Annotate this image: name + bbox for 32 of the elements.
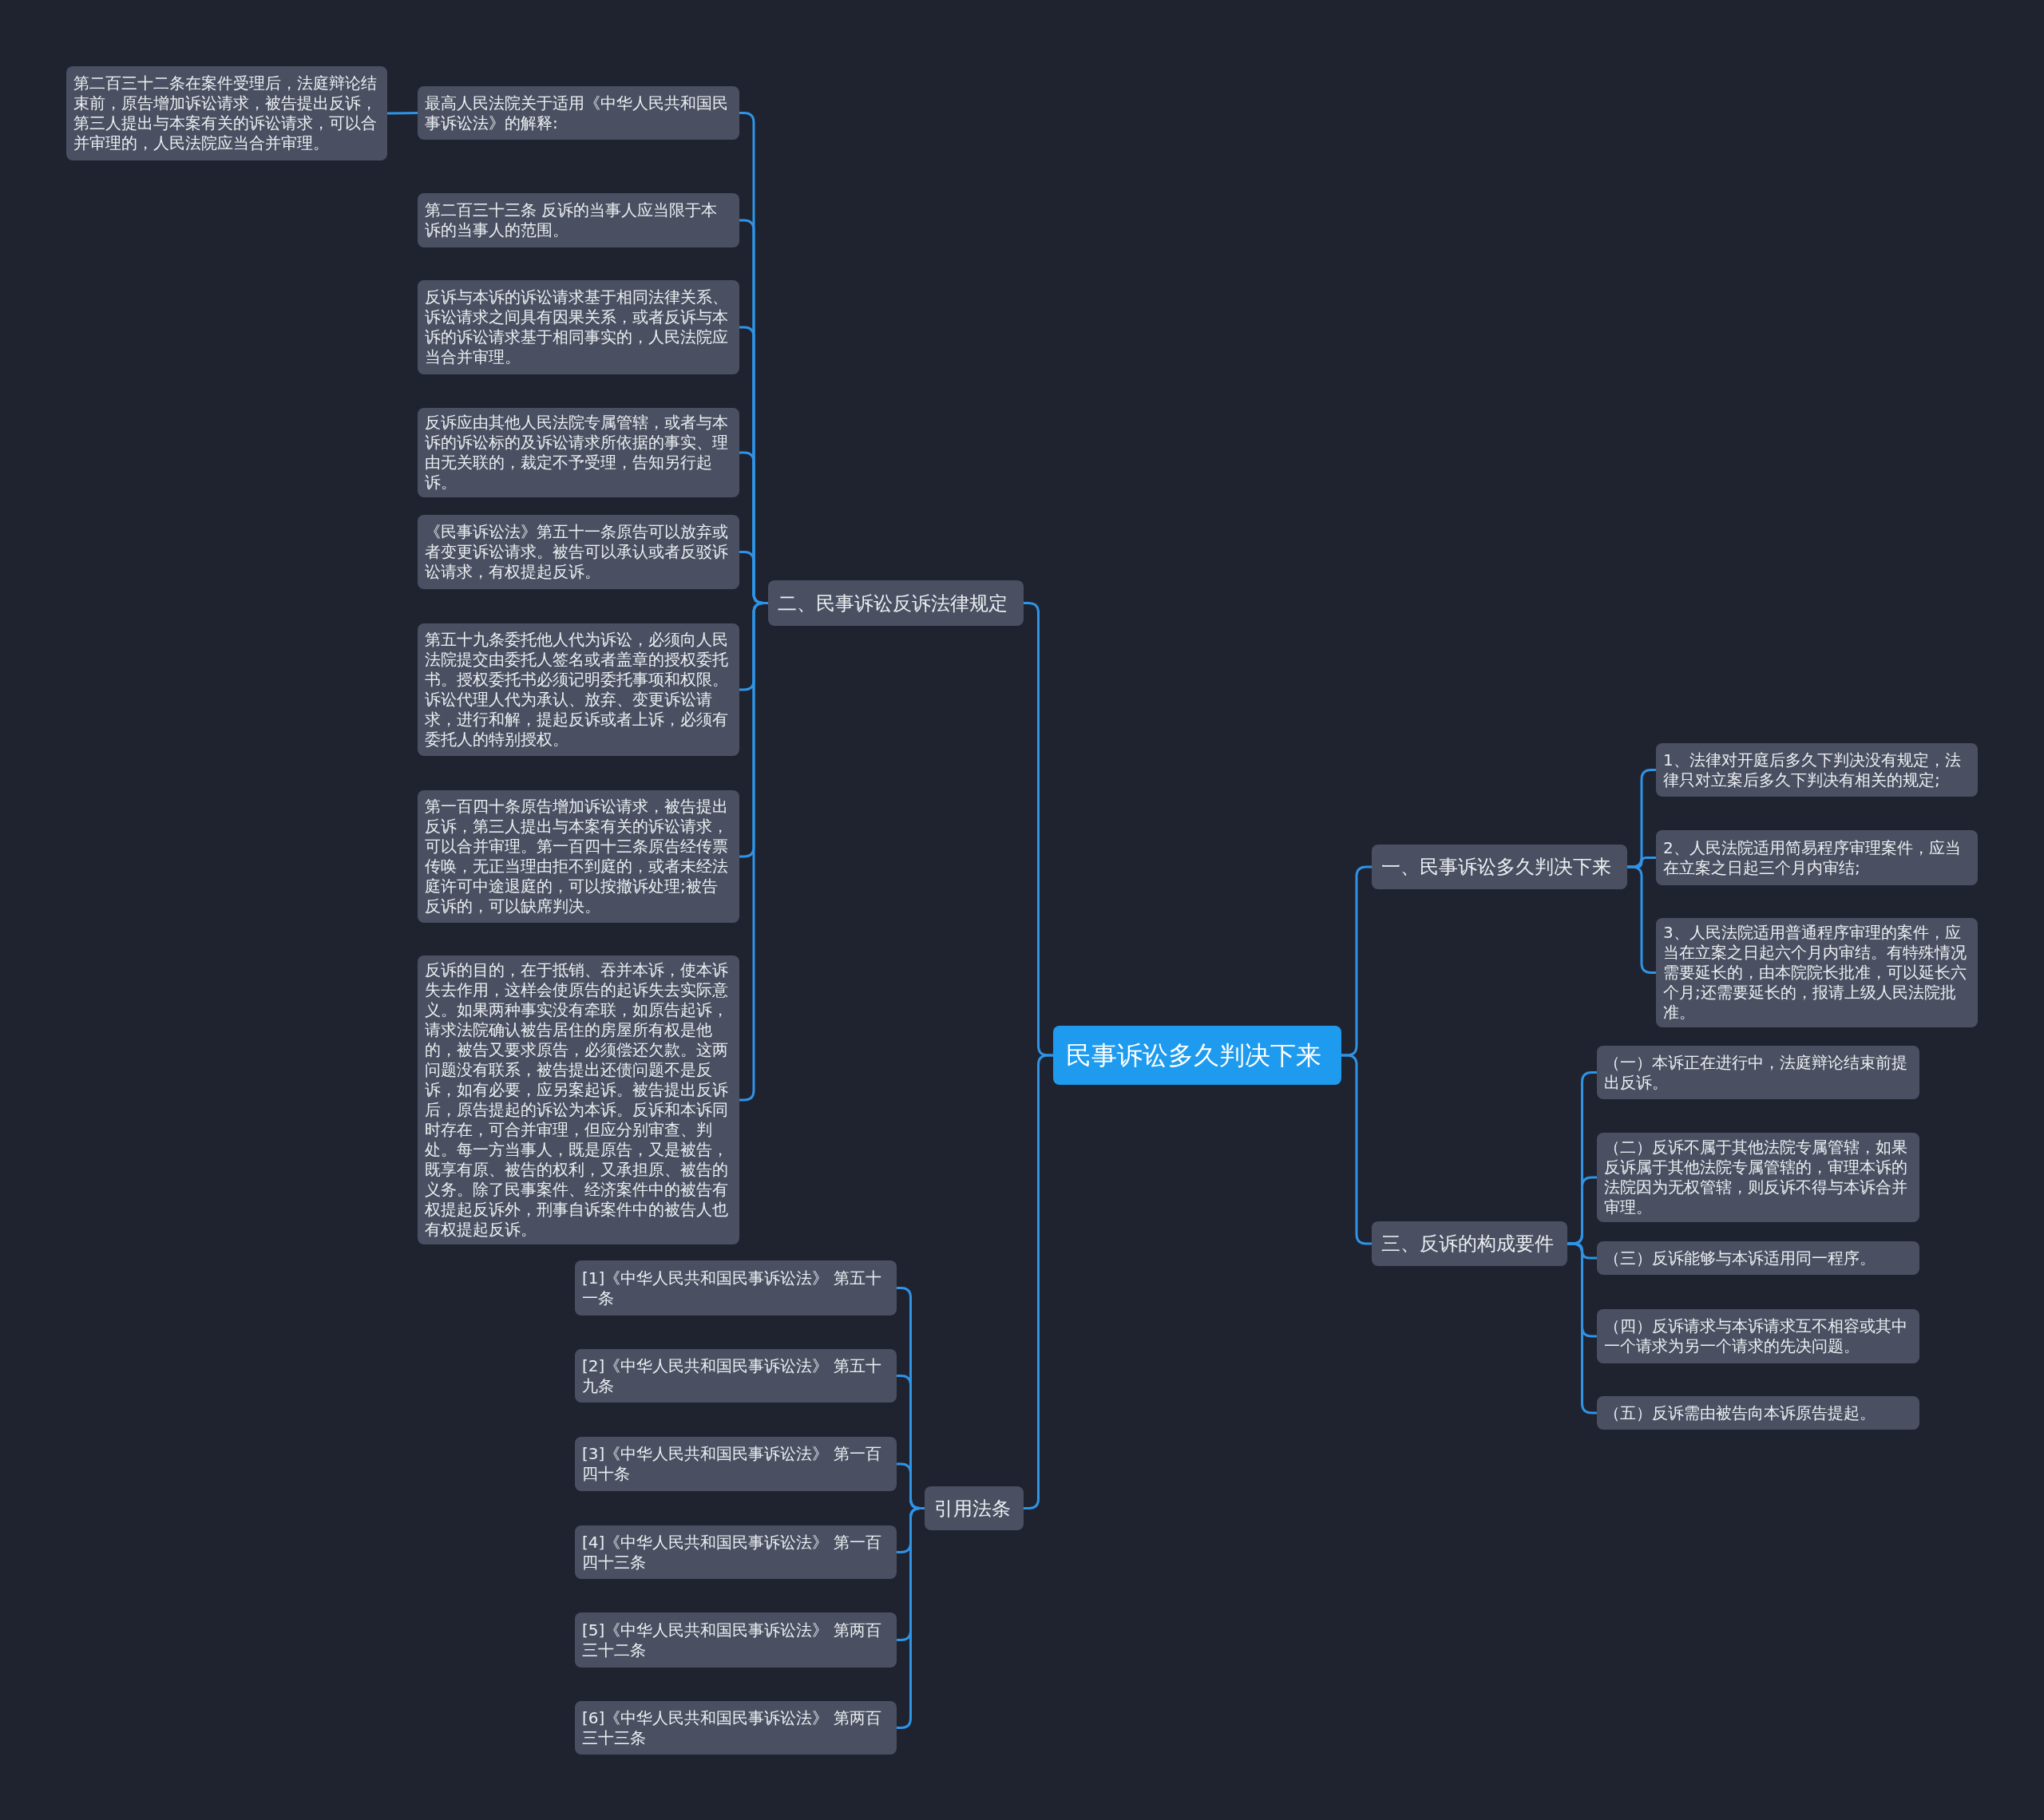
subtopic-box: （二）反诉不属于其他法院专属管辖，如果反诉属于其他法院专属管辖的，审理本诉的法院因为无权管辖，则反诉不得与本诉合并审理。 bbox=[1597, 1133, 1919, 1222]
subtopic-box: （四）反诉请求与本诉请求互不相容或其中一个请求为另一个请求的先决问题。 bbox=[1597, 1309, 1919, 1363]
subtopic-box: 1、法律对开庭后多久下判决没有规定，法律只对立案后多久下判决有相关的规定; bbox=[1656, 743, 1978, 797]
subtopic-box: 最高人民法院关于适用《中华人民共和国民事诉讼法》的解释: bbox=[418, 86, 739, 140]
subtopic-box: 《民事诉讼法》第五十一条原告可以放弃或者变更诉讼请求。被告可以承认或者反驳诉讼请求，有权提起反诉。 bbox=[418, 515, 739, 589]
subtopic-box: 第二百三十三条 反诉的当事人应当限于本诉的当事人的范围。 bbox=[418, 193, 739, 247]
subtopic-box: （一）本诉正在进行中，法庭辩论结束前提出反诉。 bbox=[1597, 1046, 1919, 1099]
branch-topic: 二、民事诉讼反诉法律规定 bbox=[768, 580, 1024, 626]
subtopic-box: 反诉与本诉的诉讼请求基于相同法律关系、诉讼请求之间具有因果关系，或者反诉与本诉的诉讼请求基于相同事实的，人民法院应当合并审理。 bbox=[418, 280, 739, 374]
subtopic-box: 反诉应由其他人民法院专属管辖，或者与本诉的诉讼标的及诉讼请求所依据的事实、理由无关联的，裁定不予受理，告知另行起诉。 bbox=[418, 408, 739, 497]
connector-line bbox=[1341, 1054, 1372, 1245]
subtopic-box: 第二百三十二条在案件受理后，法庭辩论结束前，原告增加诉讼请求，被告提出反诉，第三人提出与本案有关的诉讼请求，可以合并审理的，人民法院应当合并审理。 bbox=[66, 66, 387, 160]
subtopic-box: [4]《中华人民共和国民事诉讼法》 第一百四十三条 bbox=[575, 1525, 897, 1579]
branch-topic: 一、民事诉讼多久判决下来 bbox=[1372, 845, 1627, 889]
branch-topic: 三、反诉的构成要件 bbox=[1372, 1221, 1567, 1266]
subtopic-box: （五）反诉需由被告向本诉原告提起。 bbox=[1597, 1396, 1919, 1430]
subtopic-box: [2]《中华人民共和国民事诉讼法》 第五十九条 bbox=[575, 1349, 897, 1403]
central-topic: 民事诉讼多久判决下来 bbox=[1053, 1026, 1341, 1085]
subtopic-box: 第一百四十条原告增加诉讼请求，被告提出反诉，第三人提出与本案有关的诉讼请求，可以合并审理。第一百四十三条原告经传票传唤，无正当理由拒不到庭的，或者未经法庭许可中途退庭的，可以按撤诉处理;被告反诉的，可以缺席判决。 bbox=[418, 790, 739, 923]
connector-line bbox=[1627, 865, 1656, 974]
subtopic-box: 2、人民法院适用简易程序审理案件，应当在立案之日起三个月内审结; bbox=[1656, 830, 1978, 885]
subtopic-box: （三）反诉能够与本诉适用同一程序。 bbox=[1597, 1241, 1919, 1275]
connector-line bbox=[386, 112, 418, 115]
branch-topic: 引用法条 bbox=[925, 1486, 1024, 1530]
subtopic-box: 反诉的目的，在于抵销、吞并本诉，使本诉失去作用，这样会使原告的起诉失去实际意义。如果两种事实没有牵联，如原告起诉，请求法院确认被告居住的房屋所有权是他的，被告又要求原告，必须偿还欠款。这两问题没有联系，被告提出还债问题不是反诉，如有必要，应另案起诉。被告提出反诉后，原告提起的诉讼为本诉。反诉和本诉同时存在，可合并审理，但应分别审查、判处。每一方当事人，既是原告，又是被告，既享有原、被告的权利，又承担原、被告的义务。除了民事案件、经济案件中的被告有权提起反诉外，刑事自诉案件中的被告人也有权提起反诉。 bbox=[418, 956, 739, 1244]
subtopic-box: [1]《中华人民共和国民事诉讼法》 第五十一条 bbox=[575, 1260, 897, 1316]
subtopic-box: 3、人民法院适用普通程序审理的案件，应当在立案之日起六个月内审结。有特殊情况需要延长的，由本院院长批准，可以延长六个月;还需要延长的，报请上级人民法院批准。 bbox=[1656, 918, 1978, 1027]
subtopic-box: 第五十九条委托他人代为诉讼，必须向人民法院提交由委托人签名或者盖章的授权委托书。授权委托书必须记明委托事项和权限。诉讼代理人代为承认、放弃、变更诉讼请求，进行和解，提起反诉或者上诉，必须有委托人的特别授权。 bbox=[418, 623, 739, 756]
subtopic-box: [6]《中华人民共和国民事诉讼法》 第两百三十三条 bbox=[575, 1701, 897, 1755]
subtopic-box: [3]《中华人民共和国民事诉讼法》 第一百四十条 bbox=[575, 1437, 897, 1491]
subtopic-box: [5]《中华人民共和国民事诉讼法》 第两百三十二条 bbox=[575, 1612, 897, 1668]
connector-line bbox=[1567, 1242, 1597, 1414]
